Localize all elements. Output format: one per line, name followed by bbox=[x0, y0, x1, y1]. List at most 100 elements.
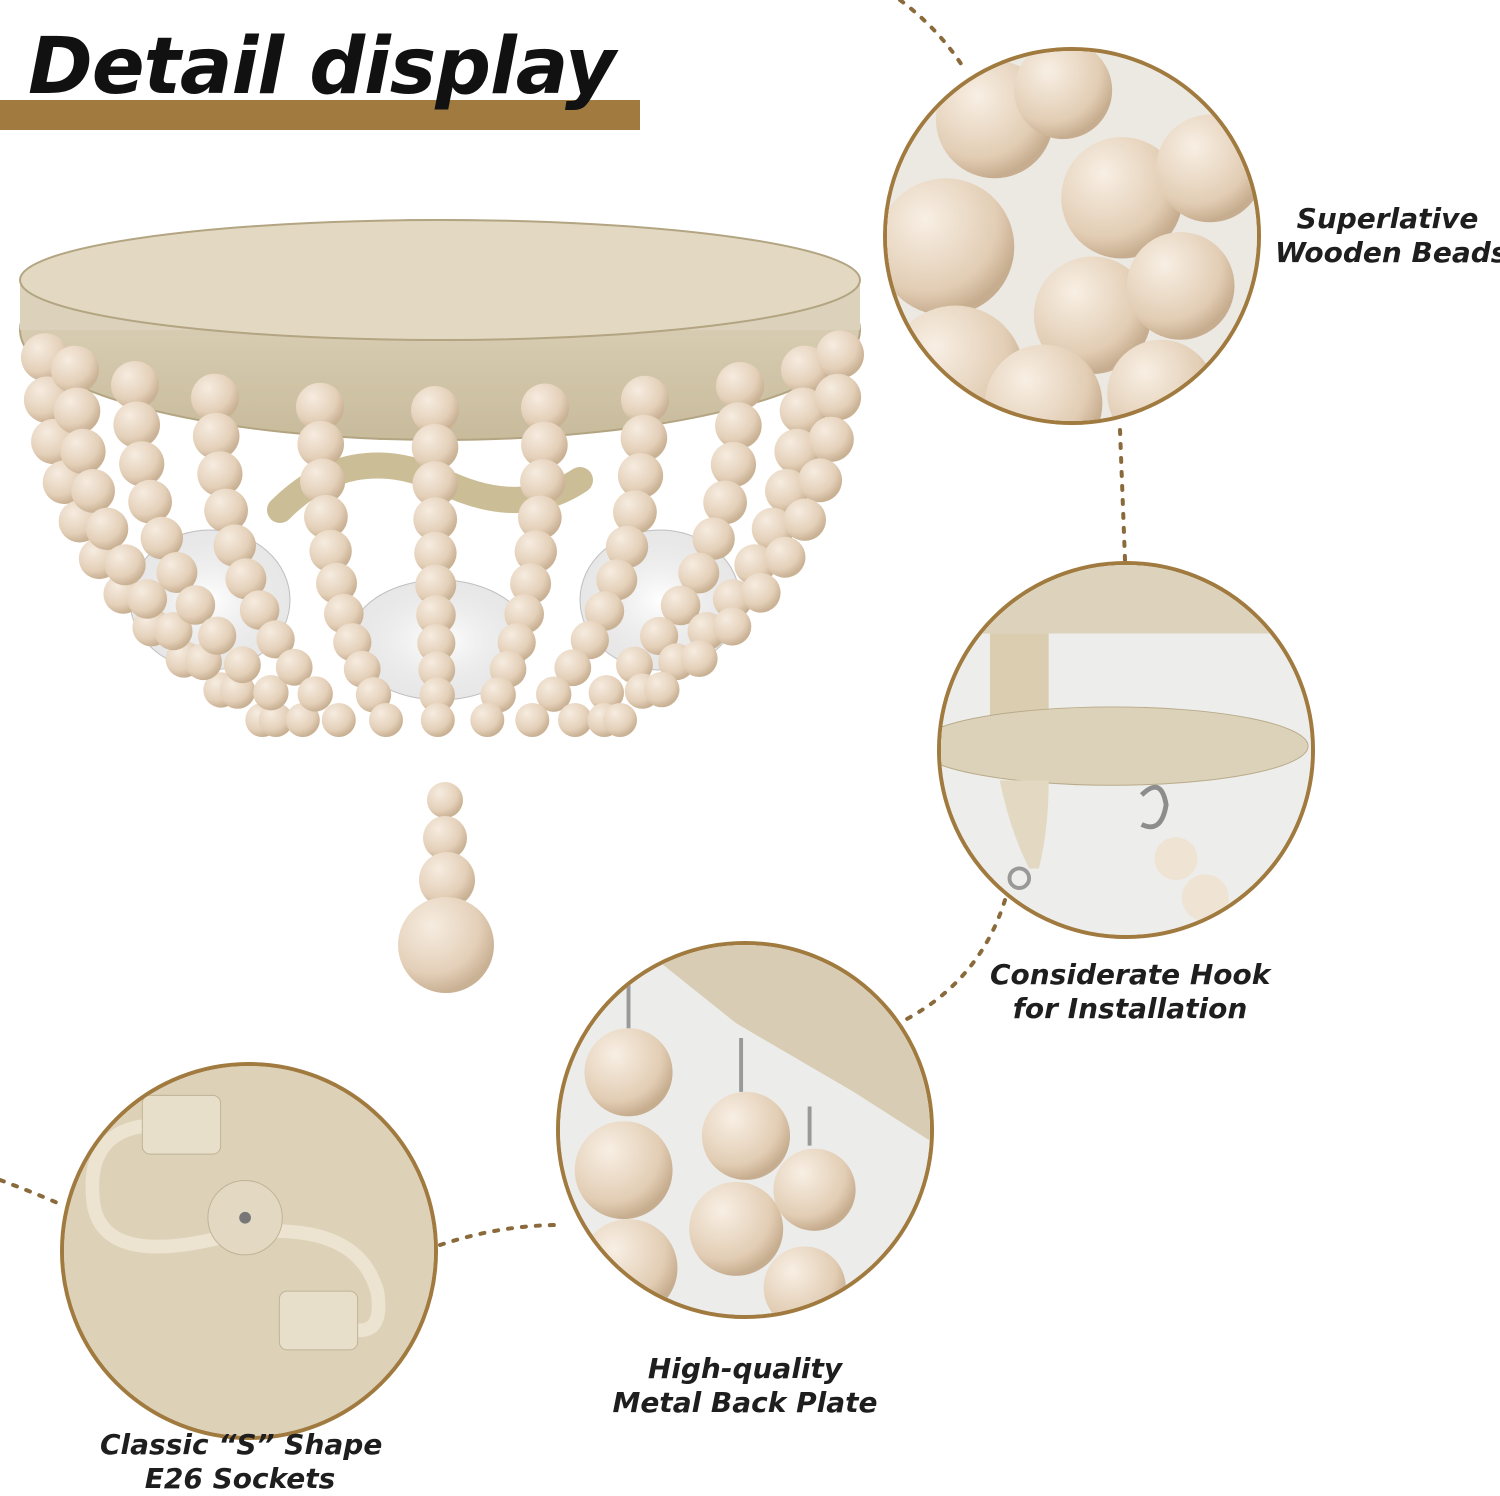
caption-beads-line1: Superlative bbox=[1296, 202, 1479, 235]
wooden-bead bbox=[304, 494, 348, 539]
wooden-bead bbox=[536, 676, 572, 712]
wooden-bead bbox=[520, 459, 566, 505]
metal-back-plate-closeup bbox=[560, 945, 930, 1315]
wooden-bead bbox=[369, 703, 403, 737]
wooden-bead bbox=[419, 677, 455, 713]
wooden-bead bbox=[197, 451, 243, 497]
wooden-bead bbox=[692, 517, 735, 560]
wooden-bead bbox=[191, 373, 239, 422]
wooden-bead bbox=[558, 703, 592, 737]
wooden-bead bbox=[258, 703, 293, 737]
caption-sockets-line2: E26 Sockets bbox=[144, 1462, 336, 1495]
wooden-bead bbox=[300, 458, 346, 504]
wooden-bead bbox=[296, 382, 344, 431]
caption-hook-line1: Considerate Hook bbox=[990, 958, 1271, 991]
wooden-bead bbox=[224, 646, 261, 684]
caption-sockets-line1: Classic “S” Shape bbox=[100, 1428, 383, 1461]
wooden-bead bbox=[128, 479, 173, 524]
wooden-bead bbox=[204, 488, 249, 533]
wooden-bead bbox=[521, 383, 569, 432]
wooden-bead bbox=[584, 591, 625, 631]
wooden-bead bbox=[104, 544, 146, 586]
wooden-bead bbox=[715, 402, 762, 449]
wooden-bead bbox=[412, 461, 458, 507]
wooden-bead bbox=[415, 564, 457, 606]
wooden-bead bbox=[239, 590, 280, 630]
wooden-bead bbox=[470, 703, 505, 737]
wooden-bead bbox=[316, 562, 357, 604]
wooden-bead bbox=[416, 595, 456, 635]
wooden-bead bbox=[798, 458, 843, 503]
wooden-bead bbox=[111, 361, 159, 409]
caption-beads-line2: Wooden Beads bbox=[1275, 236, 1500, 269]
wooden-bead bbox=[256, 620, 295, 659]
wooden-bead bbox=[297, 676, 333, 712]
wooden-bead bbox=[127, 579, 168, 619]
installation-hook-closeup bbox=[941, 565, 1311, 935]
wooden-bead bbox=[814, 373, 862, 421]
caption-hook-line2: for Installation bbox=[1012, 992, 1248, 1025]
wooden-bead bbox=[596, 559, 638, 601]
wooden-bead bbox=[71, 469, 115, 513]
wooden-bead bbox=[411, 386, 459, 434]
wooden-bead bbox=[617, 453, 664, 499]
caption-plate-line1: High-quality bbox=[647, 1352, 843, 1385]
detail-circle-hook bbox=[937, 561, 1315, 939]
wooden-bead bbox=[603, 703, 637, 737]
title-underline-bar bbox=[0, 100, 640, 130]
wooden-bead bbox=[514, 530, 557, 573]
wooden-bead bbox=[644, 671, 680, 708]
caption-plate-line2: Metal Back Plate bbox=[612, 1386, 878, 1419]
wooden-bead bbox=[517, 495, 562, 540]
wooden-bead bbox=[198, 616, 237, 655]
connector-hook-to-plate bbox=[903, 898, 1007, 1022]
s-shape-sockets-closeup bbox=[64, 1066, 434, 1436]
wooden-bead bbox=[621, 375, 669, 424]
caption-plate: High-quality Metal Back Plate bbox=[610, 1352, 880, 1420]
wooden-bead bbox=[570, 621, 609, 660]
wooden-bead bbox=[411, 423, 459, 471]
wooden-bead bbox=[413, 497, 458, 542]
wooden-bead bbox=[588, 675, 624, 711]
wooden-bead bbox=[680, 640, 718, 677]
wooden-bead bbox=[660, 585, 701, 626]
wooden-bead bbox=[808, 416, 854, 462]
wooden-bead bbox=[741, 573, 781, 613]
wooden-bead bbox=[285, 703, 320, 737]
wooden-bead bbox=[321, 703, 356, 737]
wooden-bead bbox=[297, 420, 345, 468]
wooden-bead bbox=[678, 552, 720, 594]
wooden-bead bbox=[521, 421, 568, 469]
wooden-bead bbox=[605, 525, 649, 569]
wooden-bead bbox=[192, 412, 240, 460]
wooden-bead bbox=[53, 387, 101, 435]
wooden-bead bbox=[113, 401, 160, 449]
caption-sockets: Classic “S” Shape E26 Sockets bbox=[100, 1428, 383, 1496]
wooden-bead bbox=[140, 516, 183, 560]
wooden-bead bbox=[253, 675, 289, 711]
connector-top bbox=[898, 0, 967, 72]
detail-circle-beads bbox=[883, 47, 1261, 425]
wooden-bead bbox=[510, 563, 552, 605]
wooden-bead bbox=[613, 490, 657, 534]
wooden-bead bbox=[764, 536, 806, 578]
wooden-bead bbox=[309, 529, 352, 573]
detail-circle-sockets bbox=[60, 1062, 438, 1440]
wooden-bead bbox=[783, 498, 826, 541]
wooden-bead bbox=[60, 428, 106, 474]
wooden-bead bbox=[175, 585, 216, 625]
wooden-bead bbox=[156, 552, 198, 593]
wooden-bead bbox=[51, 345, 99, 394]
wooden-bead bbox=[85, 507, 129, 550]
wooden-beads-closeup bbox=[887, 51, 1257, 421]
wooden-bead bbox=[417, 624, 456, 663]
connector-sockets-left bbox=[0, 1178, 64, 1207]
wooden-bead bbox=[119, 441, 165, 487]
wooden-bead bbox=[420, 703, 455, 737]
wooden-bead bbox=[816, 330, 864, 379]
wooden-bead bbox=[554, 649, 592, 687]
detail-circle-plate bbox=[556, 941, 934, 1319]
wooden-bead bbox=[703, 480, 747, 525]
wooden-bead bbox=[418, 651, 456, 689]
